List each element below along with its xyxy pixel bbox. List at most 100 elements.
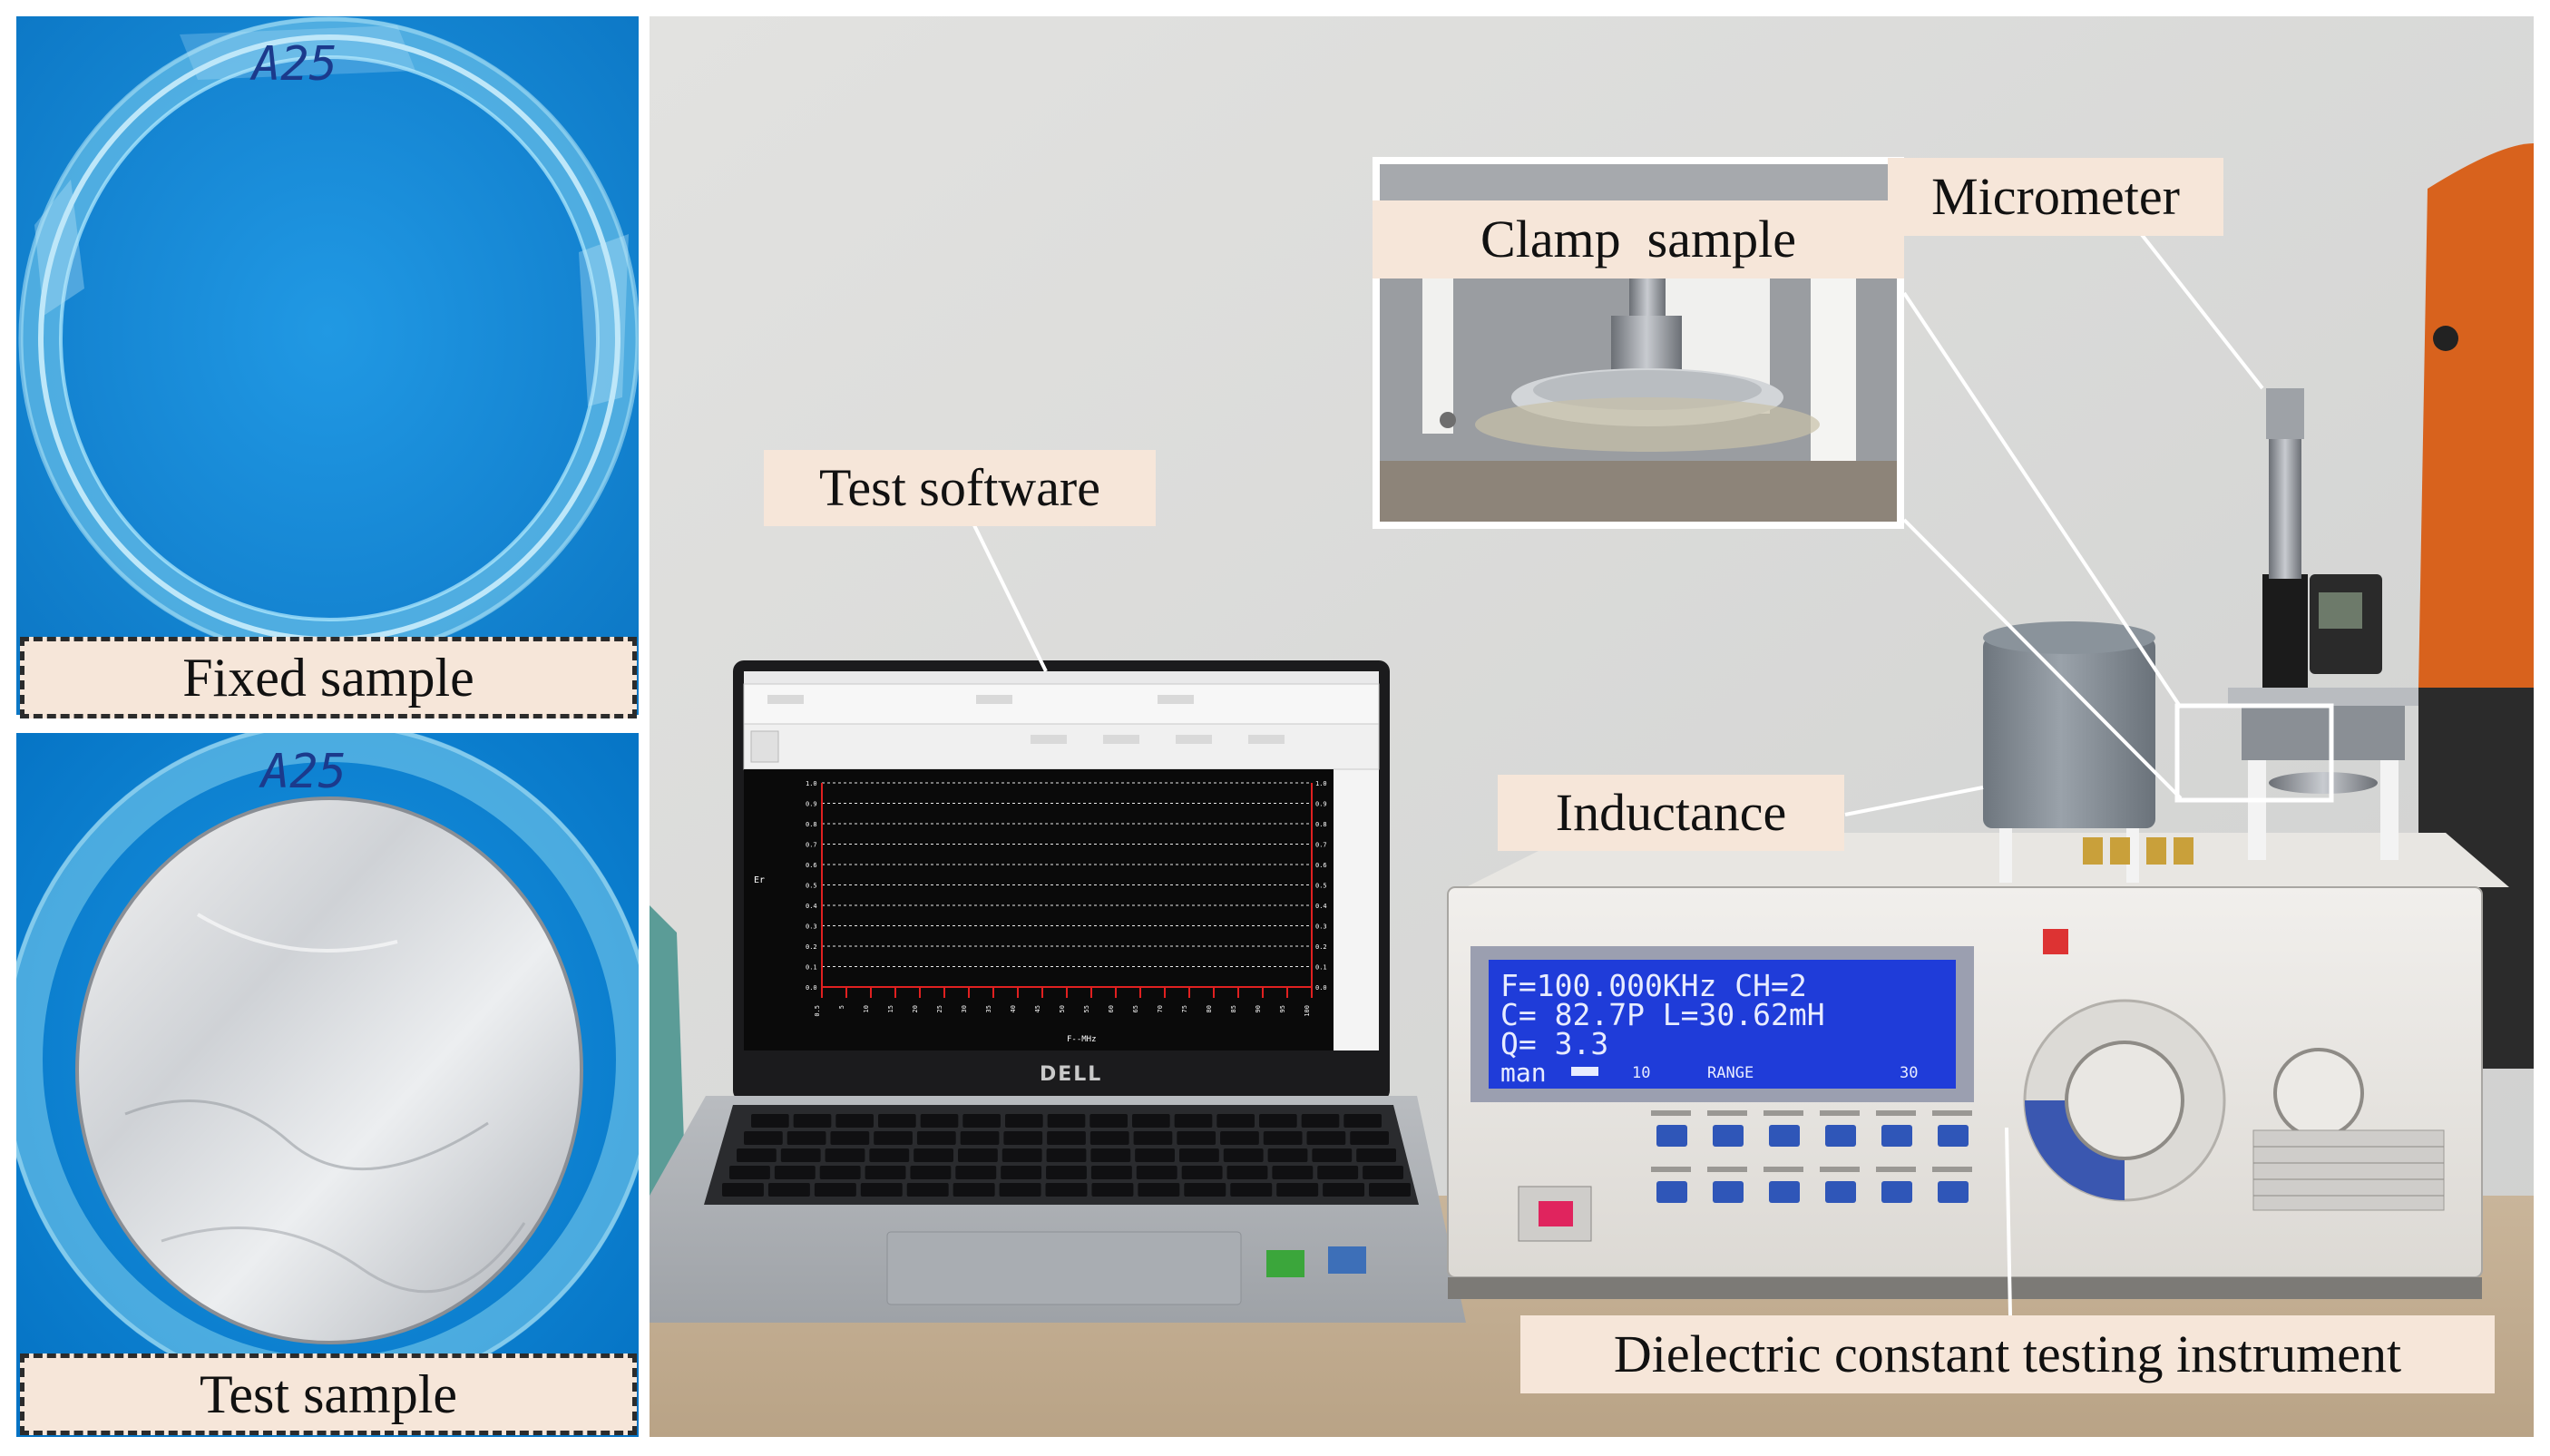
- plot-xtick-label: 30: [961, 1005, 968, 1012]
- test-sample-label: Test sample: [20, 1353, 637, 1435]
- keyboard-key: [830, 1131, 870, 1145]
- plot-ytick-label: 0.6: [1315, 862, 1327, 869]
- plot-xtick-label: 5: [838, 1005, 845, 1009]
- clamp-sample-callout: Clamp sample: [1373, 200, 1904, 278]
- plot-area: [744, 769, 1334, 1050]
- tuning-knob-small: [2273, 1048, 2364, 1138]
- power-button: [1539, 1201, 1573, 1226]
- keypad-button: [1938, 1181, 1969, 1203]
- inductance-coil: [1983, 638, 2155, 828]
- keyboard-key: [774, 1166, 816, 1179]
- keyboard-key: [793, 1114, 832, 1128]
- plot-ytick-label: 0.3: [806, 923, 817, 931]
- keyboard-key: [1089, 1114, 1128, 1128]
- keyboard-key: [825, 1148, 865, 1162]
- keyboard-key: [1135, 1148, 1175, 1162]
- keypad-caption: [1820, 1110, 1860, 1116]
- keyboard-key: [767, 1183, 810, 1197]
- keypad-button: [1656, 1181, 1687, 1203]
- keyboard-key: [729, 1166, 770, 1179]
- plot-xtick-label: 10: [863, 1005, 870, 1012]
- plot-ytick-label: 0.0: [1315, 984, 1327, 992]
- instrument-keypad: [1651, 1110, 1972, 1203]
- keypad-button: [1825, 1125, 1856, 1147]
- plot-ytick-label: 1.0: [1315, 780, 1327, 787]
- tuning-knob-large: [2065, 1041, 2184, 1160]
- plot-xtick-label: 15: [887, 1005, 894, 1012]
- keyboard-key: [962, 1114, 1001, 1128]
- keyboard-key: [1136, 1166, 1177, 1179]
- keypad-caption: [1820, 1167, 1860, 1172]
- keypad-caption: [1876, 1110, 1916, 1116]
- keyboard-key: [744, 1131, 783, 1145]
- plot-ytick-label: 0.3: [1315, 923, 1327, 931]
- plot-ytick-label: 0.9: [806, 801, 817, 808]
- keypad-caption: [1651, 1110, 1691, 1116]
- keypad-caption: [1764, 1110, 1803, 1116]
- keyboard-key: [953, 1183, 995, 1197]
- keyboard-key: [999, 1183, 1041, 1197]
- keypad-button: [1713, 1181, 1744, 1203]
- lcd-mode: man: [1500, 1058, 1547, 1088]
- keyboard-key: [737, 1148, 777, 1162]
- keyboard-key: [1343, 1114, 1382, 1128]
- plot-xtick-label: 75: [1181, 1005, 1188, 1012]
- keyboard-key: [1047, 1131, 1086, 1145]
- plot-ytick-label: 0.1: [806, 964, 817, 972]
- keyboard-key: [722, 1183, 764, 1197]
- micrometer: [2228, 388, 2418, 860]
- plot-ytick-label: 0.0: [806, 984, 817, 992]
- keypad-button: [1881, 1125, 1912, 1147]
- keyboard-key: [869, 1148, 910, 1162]
- lcd-range: RANGE: [1707, 1064, 1754, 1082]
- keyboard-key: [1363, 1166, 1403, 1179]
- plot-ytick-label: 0.7: [806, 842, 817, 849]
- keypad-button: [1769, 1125, 1800, 1147]
- keypad-caption: [1876, 1167, 1916, 1172]
- test-software-callout: Test software: [764, 450, 1156, 526]
- keyboard-key: [865, 1166, 906, 1179]
- plot-xtick-label: 0.5: [814, 1005, 821, 1017]
- lcd-screen: [1489, 960, 1956, 1089]
- keyboard-key: [1001, 1148, 1042, 1162]
- keyboard-key: [910, 1166, 952, 1179]
- plot-ytick-label: 1.0: [806, 780, 817, 787]
- keyboard-key: [1046, 1148, 1087, 1162]
- keyboard-key: [1259, 1114, 1297, 1128]
- keyboard-key: [874, 1131, 913, 1145]
- keypad-button: [1769, 1181, 1800, 1203]
- keypad-caption: [1932, 1110, 1972, 1116]
- keyboard-key: [960, 1131, 1000, 1145]
- keyboard-key: [1356, 1148, 1396, 1162]
- lcd-line-2: C= 82.7P L=30.62mH: [1500, 997, 1825, 1032]
- keyboard-key: [751, 1114, 789, 1128]
- keyboard-key: [1047, 1114, 1086, 1128]
- keyboard-key: [1005, 1114, 1043, 1128]
- test-sample-photo: A25: [16, 733, 639, 1437]
- keypad-caption: [1651, 1167, 1691, 1172]
- lcd-line-1: F=100.000KHz CH=2: [1500, 968, 1807, 1003]
- fixed-sample-panel: A25: [16, 16, 639, 715]
- sample-marking: A25: [249, 37, 337, 92]
- plot-xtick-label: 85: [1230, 1005, 1237, 1012]
- plot-ytick-label: 0.1: [1315, 964, 1327, 972]
- keyboard-key: [1216, 1114, 1255, 1128]
- keyboard-key: [1132, 1114, 1170, 1128]
- keyboard-key: [1301, 1114, 1340, 1128]
- keyboard-key: [1181, 1166, 1223, 1179]
- plot-xtick-label: 60: [1108, 1005, 1115, 1012]
- fixed-sample-label: Fixed sample: [20, 637, 637, 718]
- keyboard-key: [786, 1131, 826, 1145]
- plot-ytick-label: 0.7: [1315, 842, 1327, 849]
- keyboard-key: [906, 1183, 949, 1197]
- plot-ytick-label: 0.4: [806, 903, 817, 910]
- keyboard-key: [1089, 1131, 1129, 1145]
- keyboard-key: [1267, 1148, 1308, 1162]
- instrument-callout: Dielectric constant testing instrument: [1520, 1315, 2495, 1393]
- keypad-caption: [1707, 1110, 1747, 1116]
- keyboard-key: [860, 1183, 903, 1197]
- plot-ytick-label: 0.5: [1315, 883, 1327, 890]
- plot-xtick-label: 55: [1083, 1005, 1090, 1012]
- keyboard-key: [955, 1166, 997, 1179]
